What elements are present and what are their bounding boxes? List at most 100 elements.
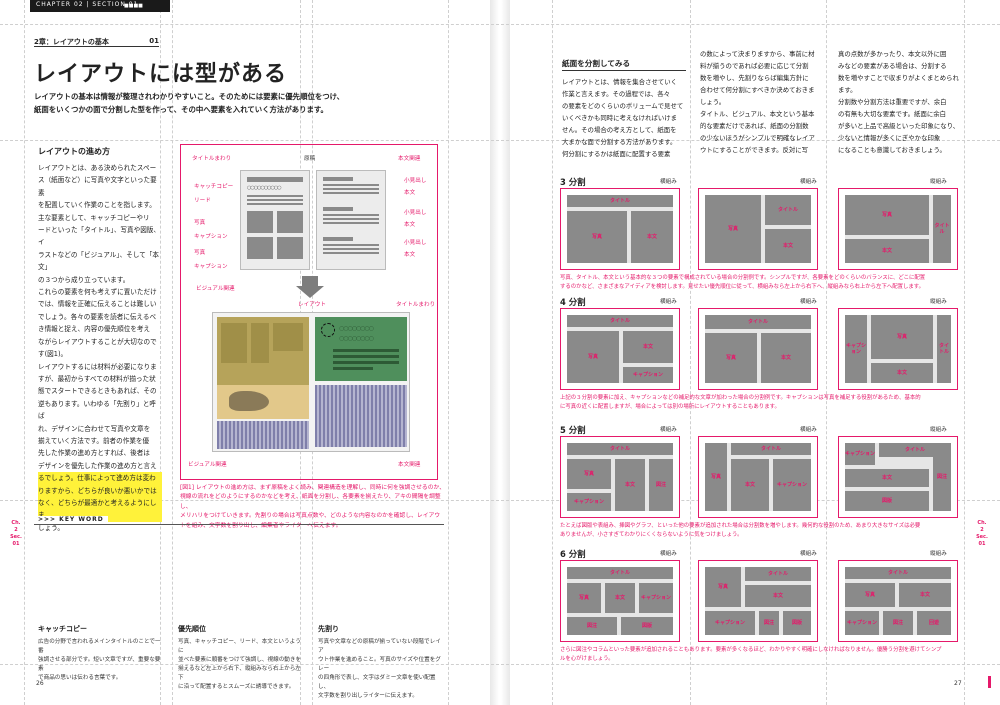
- layout-block: 写真: [871, 315, 933, 359]
- layout-illustration: [217, 385, 309, 419]
- fig-label-title-area-2: タイトルまわり: [396, 302, 436, 308]
- body-line: の有無も大切な要素です。紙面に余白: [838, 110, 946, 118]
- layout-block: 本文: [845, 239, 929, 263]
- layout-block: 写真: [705, 333, 757, 383]
- header-color-dots: ■■■■: [124, 3, 143, 9]
- layout-thumbnail: 写真タイトル本文: [698, 188, 818, 270]
- subhead-process: レイアウトの進め方: [38, 147, 110, 156]
- note-line: たとえば図版や表組み、挿図やグラフ、といった他の要素が追加された場合は分割数を増…: [560, 523, 921, 529]
- layout-block: 写真: [705, 195, 761, 263]
- lead-text: レイアウトの基本は情報が整理されわかりやすいこと。そのためには要素に優先順位をつ…: [34, 90, 424, 116]
- keyword-text: 写真、キャッチコピー、リード、本文というように 並べた要素に順番をつけて強調し、…: [178, 638, 302, 692]
- layout-thumbnail: タイトル写真本文キャプション図注回遊: [838, 560, 958, 642]
- fig-label-body-rel-2: 本文関連: [398, 462, 421, 468]
- layout-title-area: ○○○○○○○○ ○○○○○○○○: [315, 317, 407, 381]
- lead-line: 紙面をいくつかの面で分割した型を作って、その中へ要素を入れていく方法があります。: [34, 105, 328, 114]
- layout-block: 本文: [761, 333, 811, 383]
- split-note: たとえば図版や表組み、挿図やグラフ、といった他の要素が追加された場合は分割数を増…: [560, 522, 964, 539]
- layout-block: 回遊: [917, 611, 951, 635]
- fig-label-manuscript: 原稿: [304, 156, 316, 162]
- figure-1-frame: [180, 144, 438, 480]
- orientation-label: 横組み: [660, 299, 677, 305]
- chapter-header-bar: [30, 0, 170, 12]
- side-tab-left: Ch. 2 Sec. 01: [10, 520, 22, 548]
- layout-block: キャプション: [705, 611, 755, 635]
- body-line: 数を増やし、先割りならば編集方針に: [700, 74, 809, 82]
- layout-block: 本文: [623, 331, 673, 363]
- body-line: では、情報を正確に伝えることは難しい: [38, 300, 157, 309]
- subhead-split: 紙面を分割してみる: [562, 59, 631, 68]
- page-number-left: 26: [36, 680, 44, 687]
- keyword-line: 揃えるなど左上から右下、縦組みなら右上から左下: [178, 666, 301, 681]
- thumbnail-inner: キャプション写真タイトル本文: [845, 315, 951, 383]
- body-line: の３つから成り立っています。: [38, 275, 130, 284]
- caption-line: [図1] レイアウトの進め方は、まず原稿をよく読み、関連構造を理解し、同時に何を…: [180, 485, 446, 491]
- layout-block: 本文: [765, 229, 811, 263]
- layout-block: 写真: [705, 443, 727, 511]
- body-line: き情報と捉え、内容の優先順位を考え: [38, 325, 151, 334]
- layout-block: 図注: [933, 443, 951, 511]
- orientation-label: 縦組み: [930, 427, 947, 433]
- layout-block: タイトル: [937, 315, 951, 383]
- body-line: 逆もあります。いわゆる「先割り」と呼ば: [38, 399, 157, 421]
- section-label: 2章：レイアウトの基本 01: [34, 37, 159, 47]
- layout-block: 写真: [705, 567, 741, 607]
- body-line: これらの要素を何も考えずに置いただけ: [38, 288, 157, 297]
- layout-block: 図注: [883, 611, 913, 635]
- layout-block: 図注: [649, 459, 673, 511]
- layout-body-text-left: [217, 421, 309, 449]
- guide-line: [0, 140, 1000, 141]
- thumbnail-inner: タイトル写真本文図注キャプション: [567, 443, 673, 511]
- note-line: するのかなど、さまざまなアイディアを検討します。見せたい優先順位に従って、横組み…: [560, 283, 925, 290]
- body-line: 真の点数が多かったり、本文以外に囲: [838, 50, 947, 58]
- side-tab-text: Sec.: [976, 534, 988, 540]
- split-title: 3 分割: [560, 177, 586, 187]
- keyword-line: 写真や文章などの原稿が揃っていない段階でレイア: [318, 639, 441, 654]
- keyword-text: 写真や文章などの原稿が揃っていない段階でレイア ウト作業を進めること。写真のサイ…: [318, 638, 446, 701]
- section-number: 01: [149, 37, 159, 45]
- keyword-line: 並べた要素に順番をつけて強調し、視線の動きを: [178, 657, 302, 663]
- body-line: 数を増やすことで収まりがよくまとめられ: [838, 74, 959, 82]
- layout-thumbnail: 写真タイトル本文: [838, 188, 958, 270]
- body-line: 合わせて何分割にすべきか決めておきま: [700, 86, 815, 94]
- right-intro-col-1: レイアウトとは、情報を集合させていく作業と言えます。その過程では、各々の要素をど…: [562, 76, 692, 160]
- fig-label-visual-rel: ビジュアル関連: [196, 286, 235, 292]
- keyword-line: 広告の分野で言われるメインタイトルのことで一番: [38, 639, 161, 654]
- layout-block: キャプション: [845, 315, 867, 383]
- right-intro-col-3: 真の点数が多かったり、本文以外に囲みなどの要素がある場合は、分割する数を増やすこ…: [838, 48, 962, 156]
- body-line: になることも意識しておきましょう。: [838, 146, 946, 154]
- body-line: 少ないと情報が多くにぎやかな印象: [838, 134, 941, 142]
- down-arrow-head-icon: [296, 286, 324, 298]
- caption-line: トを組み、文字数を割り出し、編集者やライターへ伝えます。: [180, 522, 342, 529]
- thumbnail-inner: タイトル写真本文キャプション図注回遊: [845, 567, 951, 635]
- side-tab-text: Ch.: [11, 520, 21, 526]
- side-tab-text: 01: [978, 541, 986, 547]
- layout-thumbnail: キャプション写真タイトル本文: [838, 308, 958, 390]
- thumbnail-inner: タイトル写真本文キャプション図注図版: [705, 567, 811, 635]
- page-marker: [988, 676, 991, 688]
- keyword-title: 優先順位: [178, 625, 206, 633]
- guide-line: [0, 500, 1000, 501]
- layout-block: 写真: [567, 459, 611, 489]
- fig-right-label: 小見出し: [404, 240, 427, 246]
- body-line: でしょう。各々の要素を読者に伝えるべ: [38, 312, 157, 321]
- note-line: さらに図注やコラムといった要素が追加されることもあります。要素が多くなるほど、わ…: [560, 647, 942, 653]
- layout-block: 図版: [621, 617, 673, 635]
- fig-left-label: キャプション: [194, 234, 228, 240]
- guide-line: [690, 0, 691, 705]
- body-line: しょう。: [700, 98, 726, 106]
- fig-left-label: 写真: [194, 250, 206, 256]
- body-line: るでしょう。仕事によって進め方は変わ: [38, 472, 162, 485]
- layout-body-text-right: [315, 385, 407, 447]
- fig-right-label: 小見出し: [404, 178, 427, 184]
- guide-line: [448, 0, 449, 705]
- body-line: の少ないほうがシンプルで明確なレイア: [700, 134, 815, 142]
- keyword-line: 写真、キャッチコピー、リード、本文というように: [178, 639, 301, 654]
- layout-block: タイトル: [567, 195, 673, 207]
- body-line: タイトル、ビジュアル、本文という基本: [700, 110, 815, 118]
- fig-left-label: キャプション: [194, 264, 228, 270]
- fig-label-visual-rel-2: ビジュアル関連: [188, 462, 227, 468]
- body-line: ウトにすることができます。反対に写: [700, 146, 809, 154]
- body-line: 的な要素だけであれば、紙面の分割数: [700, 122, 809, 130]
- layout-thumbnail: タイトル写真本文: [560, 188, 680, 270]
